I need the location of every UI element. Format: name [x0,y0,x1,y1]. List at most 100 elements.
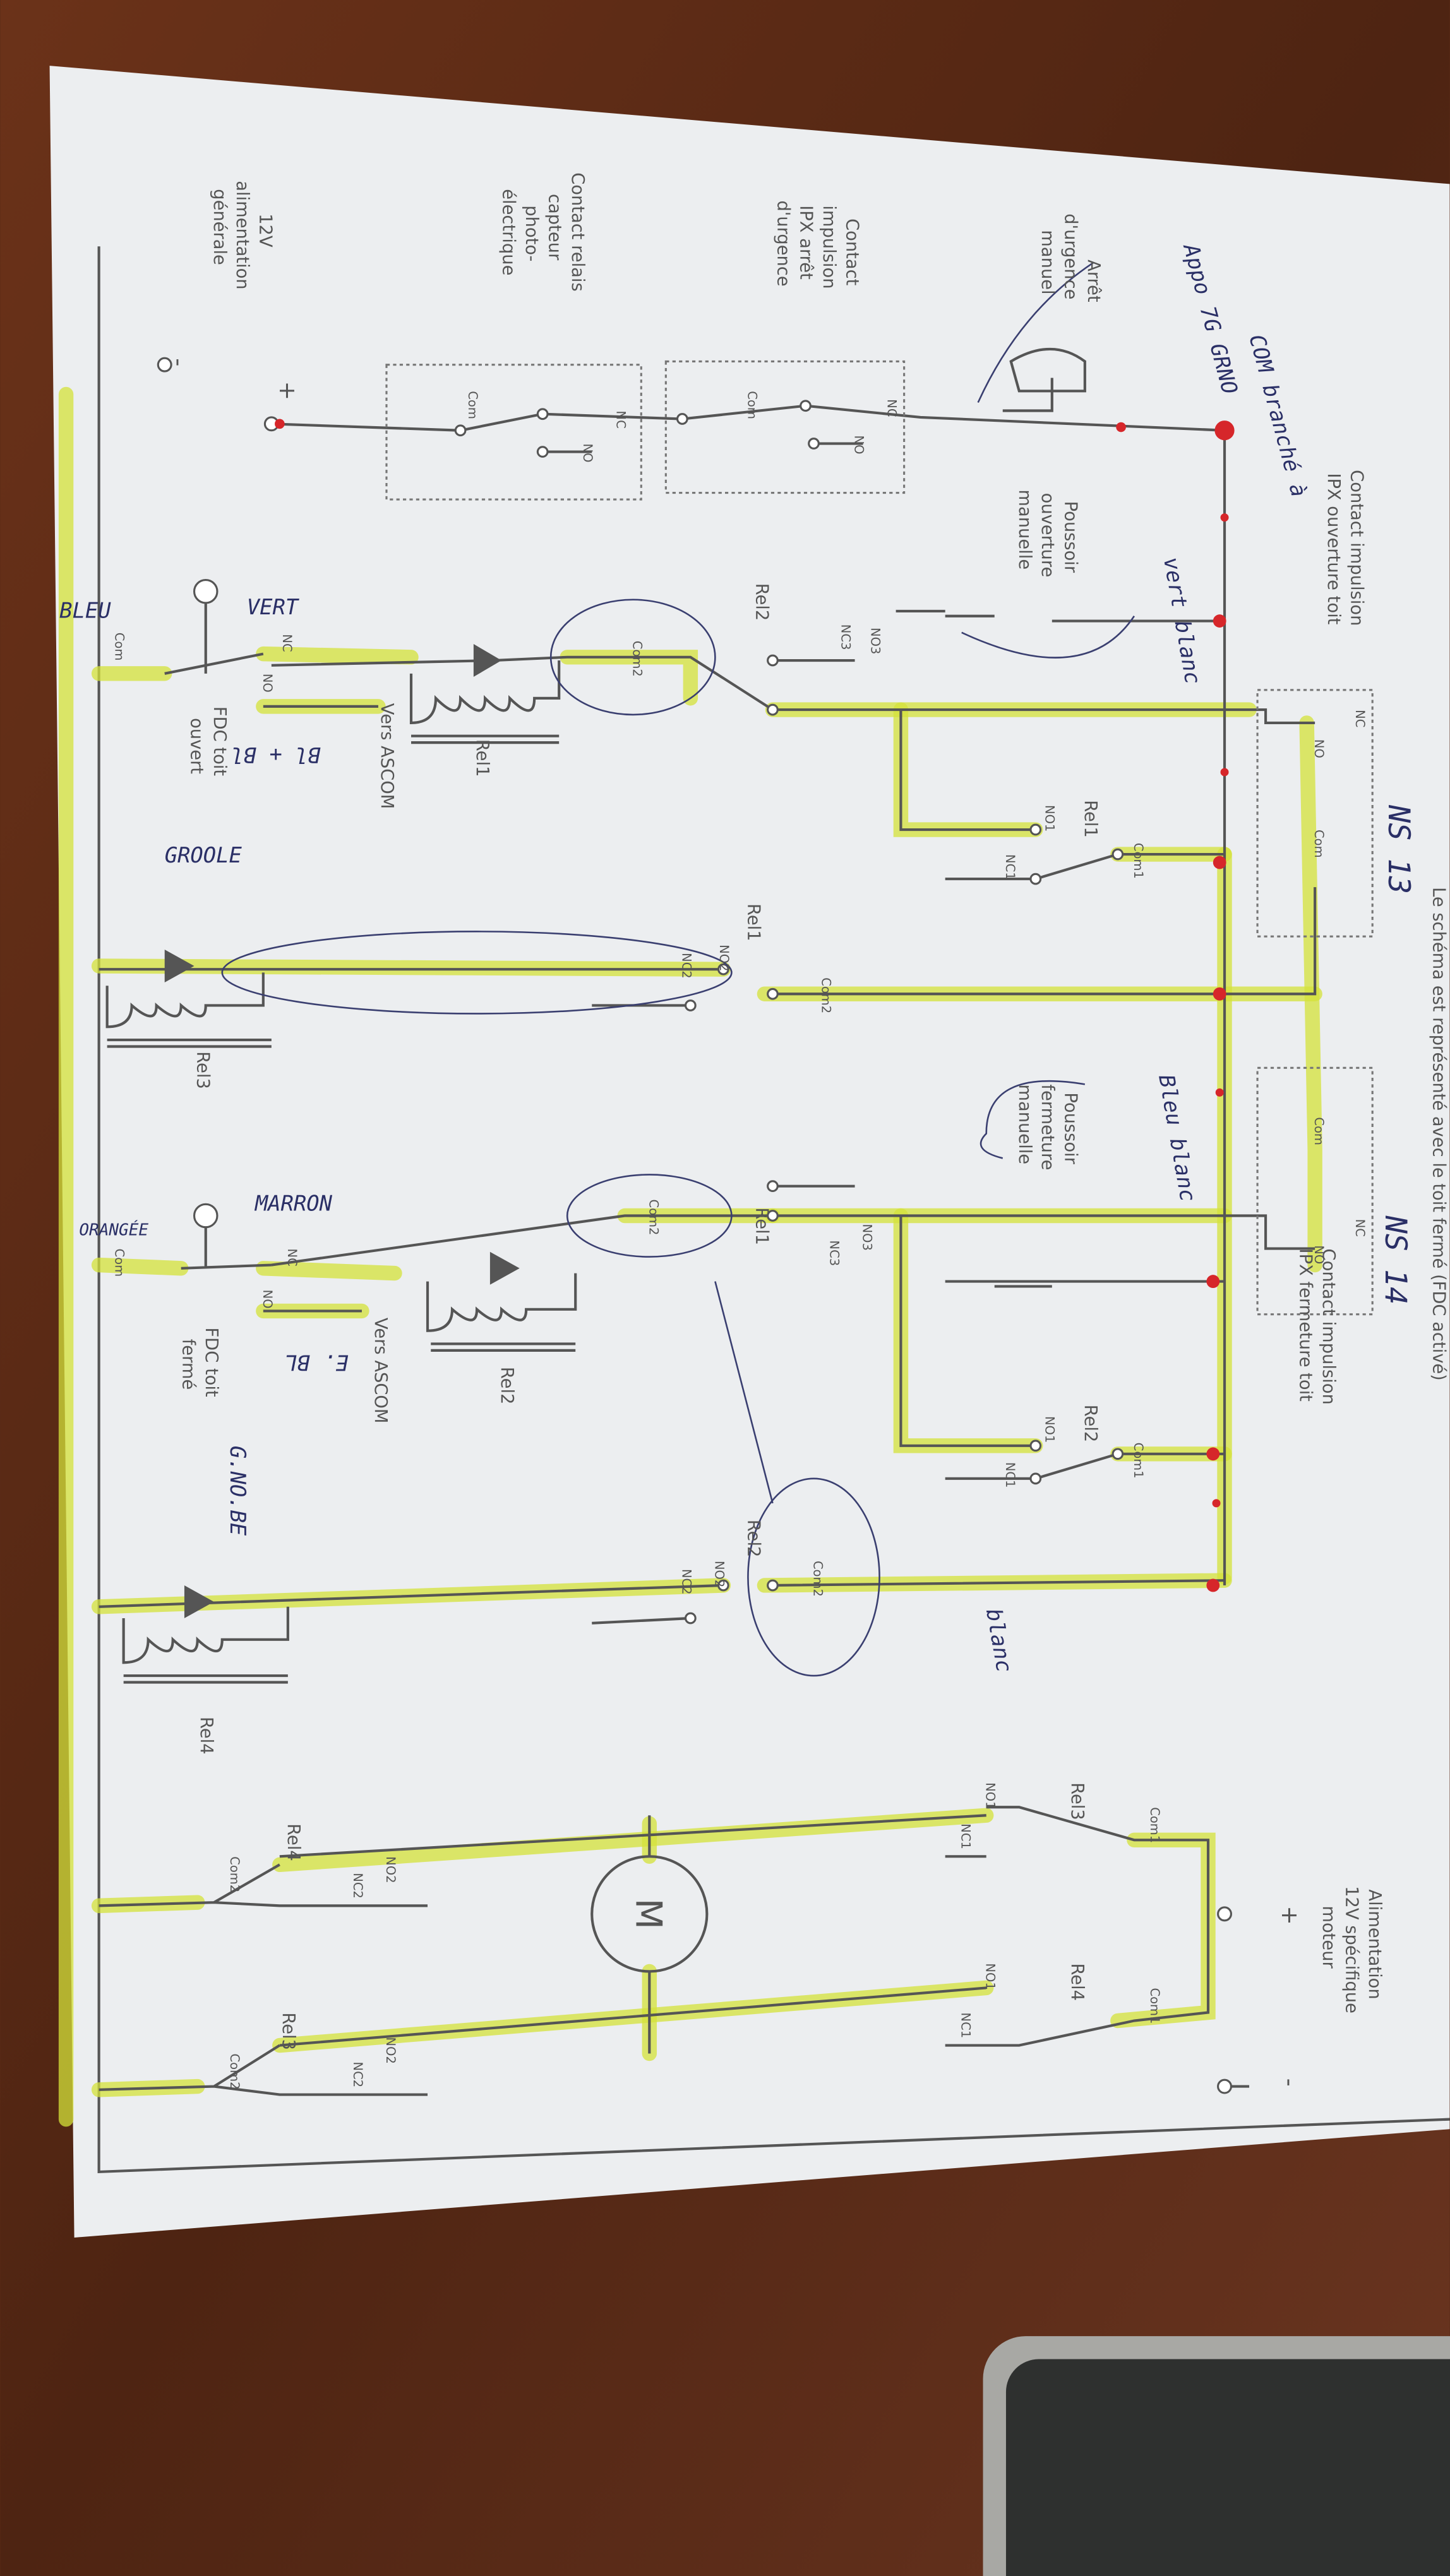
terminal-label: NO [852,436,866,455]
label-fdc-closed: FDC toit [201,1327,221,1397]
label-photo-sensor: capteur [545,194,565,261]
terminal-label: NC [280,634,294,652]
terminal-label: Com2 [811,1561,825,1597]
ipx-emergency-relay-box [664,360,906,494]
relay-label: Rel4 [196,1717,216,1755]
label-fdc-open: FDC toit [210,707,229,777]
phone [983,2336,1450,2576]
terminal-label: NC3 [839,624,853,650]
note-orangee: ORANGÉE [79,1220,148,1240]
label-push-open: manuelle [1015,489,1034,569]
paper-sheet [49,66,1450,2238]
terminal-label: Com1 [1131,843,1146,879]
relay-label: Rel1 [743,903,763,941]
label-ascom: Vers ASCOM [371,1318,390,1424]
terminal-label: NC [1353,710,1367,727]
motor-label: M [627,1899,669,1929]
label-ipx-stop: impulsion [819,205,839,289]
plus-sign: + [274,381,301,401]
terminal-label: NO2 [717,945,731,971]
terminal-label: NO3 [868,628,883,654]
label-psu: générale [210,189,229,265]
label-estop: manuel [1038,230,1057,294]
label-psu: 12V [256,213,275,247]
terminal-label: NC [613,411,628,429]
label-ipx-stop: d'urgence [773,200,793,286]
relay-label: Rel3 [1067,1782,1087,1820]
relay-label: Rel2 [752,583,771,621]
terminal-label: Com2 [227,2054,242,2090]
terminal-label: NO1 [1042,1416,1057,1443]
label-photo-sensor: électrique [499,189,518,275]
emergency-stop-button-symbol [1002,347,1086,412]
note-groole: GROOLE [165,843,243,868]
red-marker-dots [275,419,1235,1592]
label-estop: d'urgence [1061,213,1081,299]
label-contact-open: Contact impulsion [1346,470,1366,626]
relay-label: Rel3 [193,1051,213,1089]
motor-symbol: M [590,1855,709,1973]
coil-rel1 [409,644,561,744]
label-contact-open: IPX ouverture toit [1324,473,1343,624]
label-motor-psu: 12V spécifique [1342,1886,1362,2013]
relay-label: Rel2 [497,1367,517,1405]
label-push-open: Poussoir [1061,501,1081,573]
terminal-label: Com2 [819,977,834,1013]
note-bl-bl: Bl + Bl [231,742,321,767]
note-marron: MARRON [255,1191,333,1216]
relay-label: Rel4 [284,1823,303,1861]
note-e-bl: E. BL [284,1351,349,1375]
label-fdc-closed: fermé [178,1339,198,1390]
printed-labels: Le schéma est représenté avec le toit fe… [165,172,1448,2087]
note-bleu: BLEU [59,598,111,623]
terminals [157,357,1232,2094]
relay-label: Rel1 [752,1208,771,1246]
ipx-close-relay-box [1256,1066,1374,1316]
coil-rel4 [122,1585,289,1684]
relay-label: Rel2 [743,1520,763,1558]
terminal-label: NO2 [383,2037,398,2064]
ipx-open-relay-box [1256,689,1374,938]
terminal-label: NO [260,1290,275,1309]
terminal-label: NC [285,1249,299,1267]
terminal-label: NC2 [679,953,693,979]
label-motor-psu: Alimentation [1365,1889,1384,1999]
terminal-label: NO [1312,1245,1326,1264]
terminal-label: Com1 [1131,1443,1146,1479]
label-push-close: manuelle [1015,1084,1034,1164]
relay-label: Rel3 [279,2013,298,2051]
label-ipx-stop: Contact [842,218,862,286]
terminal-label: NC [1353,1219,1367,1237]
terminal-label: NO1 [983,1782,998,1809]
coil-rel2 [426,1251,577,1352]
label-motor-psu: moteur [1319,1905,1338,1969]
label-push-close: fermeture [1038,1084,1057,1170]
relay-labels: Rel2 Rel1 Rel1 Rel1 Rel3 Rel1 Rel2 Rel2 … [193,583,1100,2050]
terminal-label: NO2 [712,1561,726,1587]
page-border [97,246,1450,2174]
terminal-label: Com2 [227,1856,242,1892]
terminal-label: NC2 [679,1569,693,1595]
label-ipx-stop: IPX arrêt [796,205,816,280]
terminal-label: Com [745,391,759,419]
terminal-label: NC1 [1003,854,1017,880]
relay-label: Rel1 [472,739,492,777]
terminal-label: NO [260,674,275,693]
label-push-open: ouverture [1038,493,1057,578]
plus-sign-motor: + [1276,1905,1303,1925]
terminal-label: Com2 [646,1199,661,1235]
minus-sign-motor: - [1276,2078,1303,2087]
pen-annotations [221,262,1135,1677]
terminal-label: NC1 [959,2013,973,2039]
relay-label: Rel1 [1081,800,1100,838]
photo-sensor-relay-box [385,364,642,501]
note-vert: VERT [247,595,300,619]
relay-label: Rel2 [1081,1405,1100,1443]
label-photo-sensor: photo- [522,205,541,261]
label-estop: Arrêt [1084,259,1103,302]
terminal-label: Com [465,391,480,419]
relay-label: Rel4 [1067,1963,1087,2001]
terminal-labels: Com NC NO Com NC NO NC NO Com Com NC NO … [112,391,1368,2089]
diagram-header: Le schéma est représenté avec le toit fe… [1429,887,1448,1381]
